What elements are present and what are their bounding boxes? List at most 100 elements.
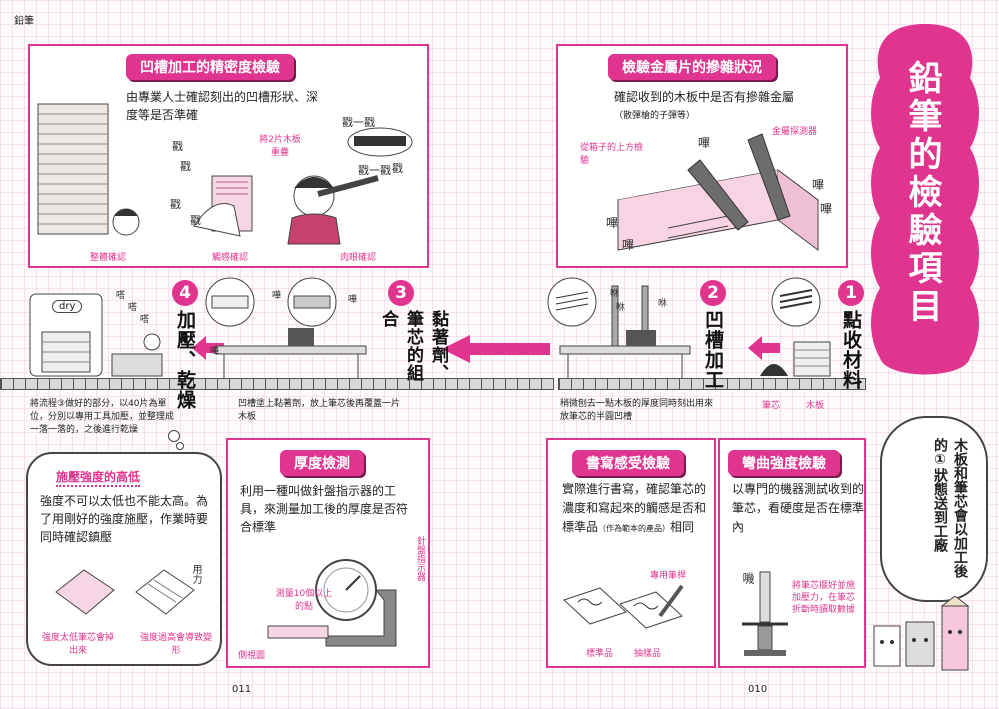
sfx-tap-1: 嗒: [116, 291, 126, 301]
pressure-strength-text: 強度不可以太低也不能太高。為了用剛好的強度施壓，作業時要同時確認鎮壓: [40, 494, 209, 544]
dryer-illustration: [29, 293, 163, 377]
thought-dot-2: [176, 442, 184, 450]
sfx-beep-4: 嗶: [812, 178, 825, 192]
label-overall-check: 整體確認: [90, 253, 127, 263]
step-1-badge: 1: [838, 280, 864, 306]
bending-check-text: 以專門的機器測試收到的筆芯，看硬度是否在標準內: [732, 482, 865, 534]
label-from-box-top: 從箱子的上方檢驗: [580, 143, 644, 166]
conveyor-right: [558, 378, 866, 390]
sfx-poke-4: 戳: [190, 214, 201, 227]
step-2-caption: 稍微刨去一點木板的厚度同時刻出用來放筆芯的半圓凹槽: [560, 399, 714, 422]
main-title-bubble: [871, 24, 979, 375]
sfx-whoosh-3: 咻: [658, 299, 668, 309]
sfx-whoosh-1: 咻: [610, 289, 620, 299]
metal-detector-illustration: [616, 133, 820, 251]
speech-text: 木板和筆芯會以加工後的①狀態送到工廠: [932, 438, 968, 578]
label-eye-check: 肉眼確認: [340, 253, 377, 263]
step-4-badge: 4: [172, 280, 198, 306]
page-number-right: 010: [748, 684, 768, 695]
groove-check-title: 凹槽加工的精密度檢驗: [126, 54, 294, 80]
flow-arrow-step2: [748, 336, 780, 360]
stacked-boards-illustration: [37, 103, 140, 236]
sfx-poke-5: 戳: [392, 162, 403, 175]
step-4-caption: 將流程③做好的部分，以40片為單位，分別以專用工具加壓，並整理成一落一落的，之後…: [30, 399, 175, 435]
sfx-beep-3: 嗶: [622, 238, 635, 252]
label-too-strong: 強度過高會導致變形: [139, 633, 212, 656]
label-metal-detector: 金屬探測器: [772, 127, 818, 137]
sfx-clatter-1: 嘩: [272, 291, 282, 301]
thought-dot-1: [168, 430, 180, 442]
sfx-beep-5: 嗶: [820, 202, 833, 216]
sfx-clatter-3: 嘩: [210, 347, 220, 357]
bending-note: 將筆芯擺好並施加壓力，在筆芯折斷時讀取數據: [792, 581, 856, 615]
sfx-tap-2: 嗒: [128, 303, 138, 313]
sfx-push: 用力: [190, 564, 201, 584]
thickness-check-text: 利用一種叫做針盤指示器的工具，來測量加工後的厚度是否符合標準: [240, 484, 409, 534]
writing-check-panel: 書寫感受檢驗 實際進行書寫，確認筆芯的濃度和寫起來的觸感是否和標準品（作為範本的…: [546, 438, 716, 668]
step-4-label: 加壓、乾燥: [174, 310, 196, 410]
writing-check-text-end: 相同: [670, 520, 695, 534]
main-title: 鉛筆的檢驗項目: [902, 60, 942, 326]
thickness-check-panel: 厚度檢測 利用一種叫做針盤指示器的工具，來測量加工後的厚度是否符合標準 測量10…: [226, 438, 430, 668]
bending-check-panel: 彎曲強度檢驗 以專門的機器測試收到的筆芯，看硬度是否在標準內 嘰 將筆芯擺好並施…: [718, 438, 866, 668]
metal-check-text: 確認收到的木板中是否有摻雜金屬: [614, 90, 795, 104]
bending-check-title: 彎曲強度檢驗: [728, 450, 840, 476]
step-3-label: 黏著劑、筆芯的組合: [378, 310, 448, 382]
flow-arrow-step4: [192, 336, 224, 360]
sfx-beep-1: 嗶: [698, 136, 711, 150]
sfx-creak: 嘰: [741, 572, 755, 584]
label-measure-points: 測量10個以上的點: [275, 589, 333, 612]
sfx-poke-1: 戳: [172, 140, 183, 153]
running-title: 鉛筆: [14, 16, 34, 27]
conveyor-left: [0, 378, 554, 390]
hand-touch-illustration: [193, 175, 253, 237]
bending-tester-illustration: [742, 571, 788, 656]
metal-check-panel: 檢驗金屬片的摻雜狀況 確認收到的木板中是否有摻雜金屬 （散彈槍的子彈等） 從箱子…: [556, 44, 848, 268]
overlap-note: 將2片木板重疊: [259, 135, 301, 158]
step-1-label: 點收材料: [840, 310, 862, 390]
materials-illustration: [760, 277, 831, 377]
label-test-sample: 抽樣品: [634, 649, 662, 659]
label-wood: 木板: [806, 401, 825, 411]
pressure-examples-illustration: [55, 569, 195, 615]
writing-check-text-main: 實際進行書寫，確認筆芯的濃度和寫起來的觸感是否和標準品: [562, 482, 707, 534]
board-closeup-illustration: [347, 127, 413, 157]
sfx-poke-2: 戳: [180, 160, 191, 173]
step-3-caption: 凹槽塗上黏著劑，放上筆芯後再覆蓋一片木板: [238, 399, 401, 422]
writing-samples-illustration: [563, 584, 684, 629]
page-number-left: 011: [232, 684, 252, 695]
writing-check-title: 書寫感受檢驗: [572, 450, 684, 476]
writing-check-text: 實際進行書寫，確認筆芯的濃度和寫起來的觸感是否和標準品（作為範本的產品）相同: [562, 480, 712, 538]
sfx-beep-2: 嗶: [606, 216, 619, 230]
sfx-whoosh-2: 咻: [616, 303, 626, 313]
writing-check-text-small: （作為範本的產品）: [598, 524, 671, 533]
pressure-strength-title: 施壓強度的高低: [56, 468, 141, 487]
label-standard-sample: 標準品: [586, 649, 614, 659]
label-dial-gauge: 針盤指示器: [415, 536, 425, 581]
flow-arrow-main: [442, 335, 550, 363]
eye-check-illustration: [287, 175, 379, 245]
mascots-illustration: [873, 596, 970, 671]
glue-assembly-illustration: [205, 277, 367, 378]
label-lead: 筆芯: [762, 401, 781, 411]
thickness-check-title: 厚度檢測: [280, 450, 364, 476]
dial-gauge-illustration: [267, 559, 397, 647]
sfx-clatter-2: 嘩: [348, 295, 358, 305]
label-side-view: 側視圖: [238, 651, 266, 661]
groove-check-text: 由專業人士確認刻出的凹槽形狀、深度等是否準確: [126, 90, 319, 122]
dryer-sign: dry: [52, 300, 83, 313]
sfx-poke-3: 戳: [170, 198, 181, 211]
sfx-poke-7: 戳一戳: [358, 164, 391, 177]
groove-machine-illustration: [547, 277, 691, 378]
step-3-badge: 3: [388, 280, 414, 306]
sfx-poke-6: 戳一戳: [342, 116, 375, 129]
metal-check-title: 檢驗金屬片的摻雜狀況: [608, 54, 776, 80]
label-special-holder: 專用筆桿: [650, 571, 687, 581]
step-2-label: 凹槽加工: [702, 310, 724, 390]
metal-check-subtext: （散彈槍的子彈等）: [614, 111, 696, 121]
groove-check-panel: 凹槽加工的精密度檢驗 由專業人士確認刻出的凹槽形狀、深度等是否準確 將2片木板重…: [28, 44, 429, 268]
label-touch-check: 觸感確認: [212, 253, 249, 263]
sfx-tap-3: 嗒: [140, 315, 150, 325]
pressure-strength-bubble: 施壓強度的高低 強度不可以太低也不能太高。為了用剛好的強度施壓，作業時要同時確認…: [26, 452, 222, 666]
step-2-badge: 2: [700, 280, 726, 306]
